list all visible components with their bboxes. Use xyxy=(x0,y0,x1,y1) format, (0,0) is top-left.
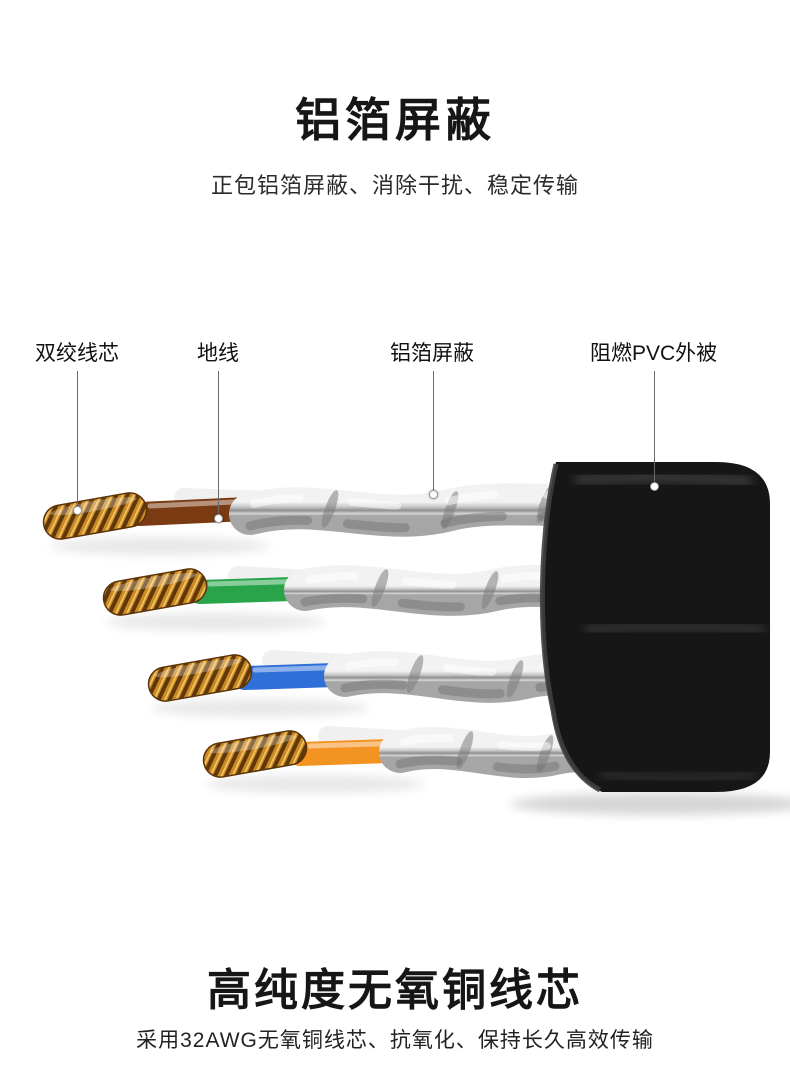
cable-jacket xyxy=(510,462,790,815)
twisted-pair-green xyxy=(102,564,633,631)
section-subtitle-copper-core: 采用32AWG无氧铜线芯、抗氧化、保持长久高效传输 xyxy=(136,1029,654,1052)
copper-strands xyxy=(102,568,208,616)
callout-line xyxy=(433,371,434,494)
copper-strands xyxy=(147,654,253,702)
callout-line xyxy=(654,371,655,486)
callout-dot xyxy=(650,482,659,491)
jacket-highlight-mid xyxy=(584,621,765,635)
section-subtitle-foil-shield: 正包铝箔屏蔽、消除干扰、稳定传输 xyxy=(210,173,579,198)
callout-dot xyxy=(73,506,82,515)
cable-shadow xyxy=(510,793,790,815)
callout-line xyxy=(77,371,78,510)
pair-shadow xyxy=(205,775,425,793)
jacket-cut-edge xyxy=(539,463,602,793)
twisted-pair-orange xyxy=(202,726,633,793)
callout-label-pvc-jacket: 阻燃PVC外被 xyxy=(590,342,718,365)
callout-dot xyxy=(429,490,438,499)
callout-line xyxy=(218,371,219,518)
twisted-pair-brown xyxy=(42,481,633,555)
copper-strands xyxy=(42,492,148,540)
callout-label-ground-wire: 地线 xyxy=(197,342,239,365)
cable-cutaway-illustration xyxy=(42,462,790,815)
section-title-foil-shield: 铝箔屏蔽 xyxy=(295,94,495,146)
jacket-highlight-bottom xyxy=(599,770,757,782)
section-title-copper-core: 高纯度无氧铜线芯 xyxy=(207,966,583,1015)
callout-label-twisted-pair-core: 双绞线芯 xyxy=(35,342,119,365)
pair-shadow xyxy=(50,537,270,555)
pair-shadow xyxy=(105,613,325,631)
jacket-highlight-top xyxy=(574,472,753,487)
callout-dot xyxy=(214,514,223,523)
pair-shadow xyxy=(150,699,370,717)
callout-label-foil-shield: 铝箔屏蔽 xyxy=(390,342,474,365)
copper-strands xyxy=(202,730,308,778)
